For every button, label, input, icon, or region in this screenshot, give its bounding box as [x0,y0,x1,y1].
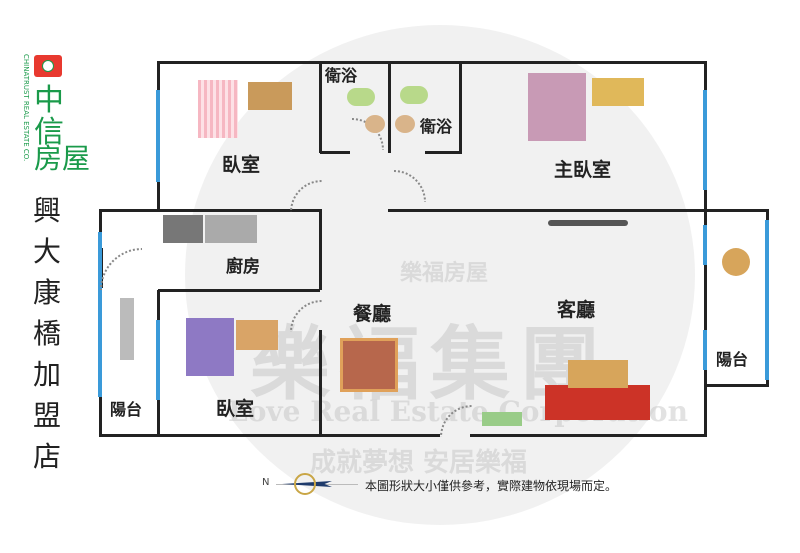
sofa [545,385,650,420]
sink [395,115,415,133]
room-label-dining: 餐廳 [353,303,392,325]
wall [704,209,707,437]
wall [158,289,320,292]
kitchen-sink [205,215,257,243]
wall [704,384,768,387]
watermark-main: 樂福集團 [250,318,610,411]
room-label-bathroom: 衛浴 [420,117,453,136]
room-label-kitchen: 廚房 [226,257,260,277]
compass: N [258,472,358,496]
wall [388,209,768,212]
logo-char-3: 房屋 [34,142,91,175]
balcony-table [722,248,750,276]
logo-english: CHINATRUST REAL ESTATE CO. [22,54,30,162]
window [703,225,707,265]
watermark-sub: 樂福房屋 [400,261,489,286]
logo-emblem [34,55,62,77]
window [156,90,160,182]
wall [100,209,322,212]
wall [319,330,322,436]
desk [236,320,278,350]
wall [390,61,705,64]
room-label-bedroom: 臥室 [222,154,261,176]
wall [459,61,462,153]
room-label-bedroom: 臥室 [216,398,255,420]
disclaimer: 本圖形狀大小僅供參考，實際建物依現場而定。 [365,479,618,493]
logo-char-2: 信 [34,115,64,150]
window [98,232,102,397]
logo-char-1: 中 [34,83,64,118]
watermark-slogan: 成就夢想 安居樂福 [310,448,528,478]
wall [320,151,350,154]
window [156,320,160,400]
window [703,90,707,190]
window [765,220,769,380]
compass-ring [294,473,316,495]
room-label-balcony: 陽台 [110,400,143,419]
window [703,330,707,370]
laundry-rack [120,298,134,360]
wall [425,151,462,154]
bed [198,80,238,138]
room-label-master-bedroom: 主臥室 [554,159,612,181]
store-name: 興大康橋加盟店 [33,194,62,473]
record-player [248,82,292,110]
bed [186,318,234,376]
wall [388,61,391,153]
dining-table [340,338,398,392]
bed [528,73,586,141]
toilet [347,88,375,106]
wall [158,61,460,64]
stove [163,215,203,243]
wall [470,434,707,437]
tv [548,220,628,226]
dresser [592,78,644,106]
room-label-balcony: 陽台 [716,350,749,369]
wall [319,61,322,153]
room-label-living: 客廳 [557,299,596,321]
wall [319,210,322,290]
coffee-table [568,360,628,388]
compass-north-label: N [262,477,270,488]
sink [365,115,385,133]
room-label-bathroom: 衛浴 [325,66,358,85]
toilet [400,86,428,104]
wall [100,434,440,437]
shoe-rack [482,412,522,426]
logo: CHINATRUST REAL ESTATE CO. 中 信 房屋 [18,54,98,175]
